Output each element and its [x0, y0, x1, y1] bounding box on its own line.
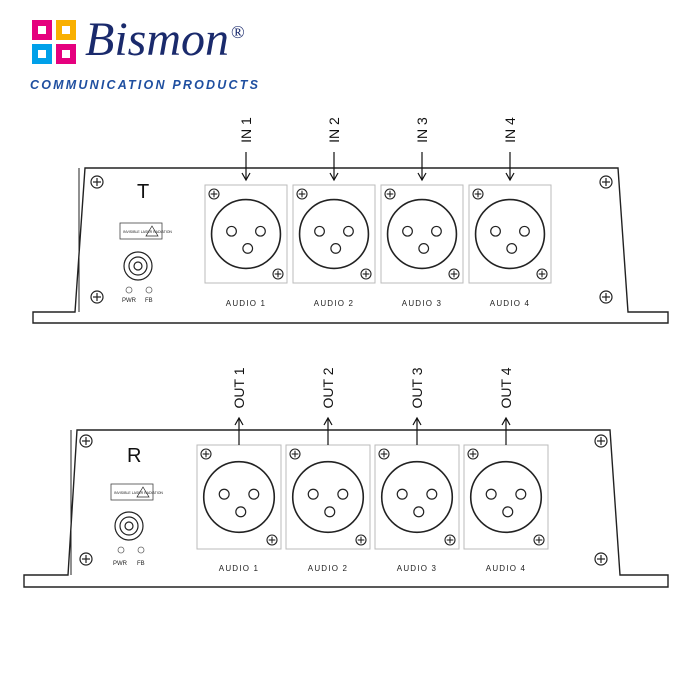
- screw-icon: [444, 534, 456, 546]
- laser-hazard-icon: [136, 486, 150, 498]
- brand-header: Bismon® COMMUNICATION PRODUCTS: [30, 13, 330, 96]
- svg-text:INVISIBLE LASER RADIATION: INVISIBLE LASER RADIATION: [123, 230, 172, 234]
- screw-icon: [533, 534, 545, 546]
- fb-led: [137, 546, 145, 554]
- laser-warning-label: INVISIBLE LASER RADIATION: [110, 483, 163, 501]
- port-label: AUDIO 2: [308, 564, 348, 573]
- pwr-led-label: PWR: [113, 561, 128, 567]
- port-label: AUDIO 2: [314, 299, 354, 308]
- fb-led-label: FB: [145, 298, 153, 304]
- screw-icon: [472, 188, 484, 200]
- port-label: AUDIO 4: [490, 299, 530, 308]
- port-label: AUDIO 3: [402, 299, 442, 308]
- screw-icon: [266, 534, 278, 546]
- screw-icon: [90, 290, 104, 304]
- svg-text:INVISIBLE LASER RADIATION: INVISIBLE LASER RADIATION: [114, 491, 163, 495]
- channel-arrow-4: IN 4: [502, 117, 518, 182]
- screw-icon: [467, 448, 479, 460]
- screw-icon: [296, 188, 308, 200]
- screw-icon: [90, 175, 104, 189]
- fb-led-label: FB: [137, 561, 145, 567]
- screw-icon: [360, 268, 372, 280]
- xlr-connector-1[interactable]: [196, 444, 282, 550]
- receiver-unit-label: R: [127, 445, 141, 467]
- screw-icon: [599, 290, 613, 304]
- channel-arrow-2: OUT 2: [320, 367, 336, 445]
- screw-icon: [208, 188, 220, 200]
- laser-warning-label: INVISIBLE LASER RADIATION: [119, 222, 172, 240]
- pwr-led: [117, 546, 125, 554]
- channel-label: OUT 4: [498, 367, 514, 408]
- screw-icon: [384, 188, 396, 200]
- xlr-connector-3[interactable]: [374, 444, 460, 550]
- screw-icon: [599, 175, 613, 189]
- screw-icon: [289, 448, 301, 460]
- channel-arrow-2: IN 2: [326, 117, 342, 182]
- screw-icon: [594, 434, 608, 448]
- xlr-connector-2[interactable]: [292, 184, 376, 284]
- screw-icon: [536, 268, 548, 280]
- transmitter-unit: T INVISIBLE LASER RADIATION PWR FB AUDIO…: [32, 117, 669, 324]
- pwr-led-label: PWR: [122, 298, 137, 304]
- channel-label: IN 1: [238, 117, 254, 143]
- transmitter-unit-label: T: [137, 181, 149, 203]
- screw-icon: [378, 448, 390, 460]
- screw-icon: [79, 552, 93, 566]
- fiber-port[interactable]: [123, 251, 153, 281]
- channel-label: IN 4: [502, 117, 518, 143]
- xlr-connector-3[interactable]: [380, 184, 464, 284]
- xlr-connectors: AUDIO 1 OUT 1 AUDIO 2 OUT 2 AUDIO 3 OUT 3 AUDI…: [196, 367, 549, 573]
- port-label: AUDIO 1: [219, 564, 259, 573]
- xlr-connectors: AUDIO 1 IN 1 AUDIO 2 IN 2 AUDIO 3 IN 3 AUDIO 4…: [204, 117, 552, 308]
- xlr-connector-4[interactable]: [463, 444, 549, 550]
- pwr-led: [125, 286, 133, 294]
- port-label: AUDIO 1: [226, 299, 266, 308]
- screw-icon: [200, 448, 212, 460]
- port-label: AUDIO 3: [397, 564, 437, 573]
- fiber-port[interactable]: [114, 511, 144, 541]
- xlr-connector-2[interactable]: [285, 444, 371, 550]
- laser-hazard-icon: [145, 225, 159, 237]
- channel-label: IN 3: [414, 117, 430, 143]
- brand-tagline: COMMUNICATION PRODUCTS: [30, 78, 261, 92]
- screw-icon: [79, 434, 93, 448]
- channel-arrow-3: OUT 3: [409, 367, 425, 445]
- brand-name: Bismon®: [85, 13, 245, 66]
- channel-label: OUT 2: [320, 367, 336, 408]
- channel-arrow-3: IN 3: [414, 117, 430, 182]
- screw-icon: [594, 552, 608, 566]
- screw-icon: [355, 534, 367, 546]
- channel-arrow-1: IN 1: [238, 117, 254, 182]
- fb-led: [145, 286, 153, 294]
- port-label: AUDIO 4: [486, 564, 526, 573]
- channel-arrow-4: OUT 4: [498, 367, 514, 445]
- xlr-connector-4[interactable]: [468, 184, 552, 284]
- screw-icon: [272, 268, 284, 280]
- channel-arrow-1: OUT 1: [231, 367, 247, 445]
- registered-mark: ®: [231, 22, 245, 42]
- channel-label: OUT 3: [409, 367, 425, 408]
- brand-logo-icon: [32, 20, 76, 64]
- screw-icon: [448, 268, 460, 280]
- channel-label: IN 2: [326, 117, 342, 143]
- xlr-connector-1[interactable]: [204, 184, 288, 284]
- receiver-unit: R INVISIBLE LASER RADIATION PWR FB AUDIO…: [23, 367, 669, 588]
- channel-label: OUT 1: [231, 367, 247, 408]
